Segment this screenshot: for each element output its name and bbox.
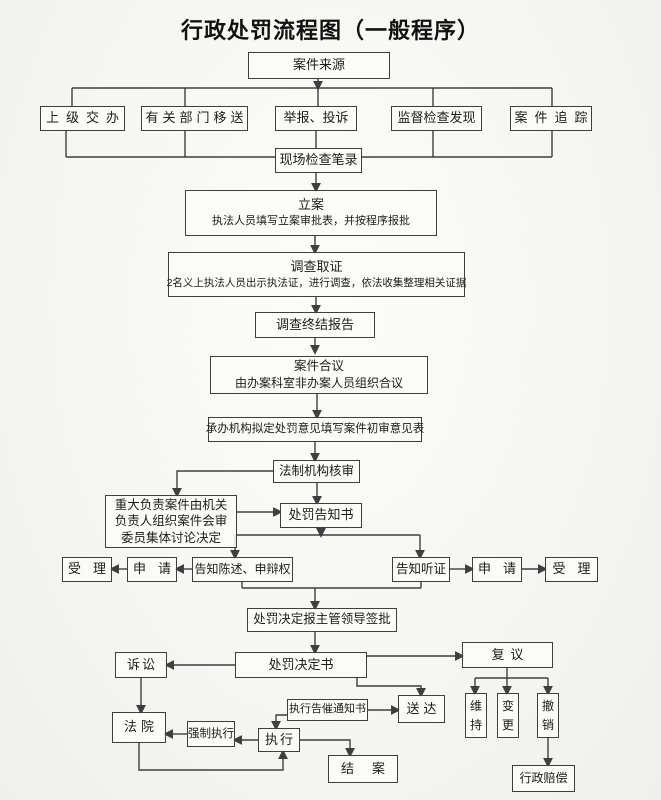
node-decision-doc: 处罚决定书 — [235, 652, 367, 678]
node-maintain: 维 持 — [465, 693, 487, 738]
node-dept-transfer: 有关部门移送 — [141, 106, 248, 131]
node-close-case: 结案 — [328, 755, 398, 783]
node-court: 法院 — [112, 712, 166, 743]
node-draft-opinion: 承办机构拟定处罚意见填写案件初审意见表 — [206, 417, 424, 442]
node-change: 变 更 — [497, 693, 519, 738]
node-revoke: 撤 销 — [537, 693, 559, 738]
node-site-record: 现场检查笔录 — [275, 148, 362, 173]
node-statement-right: 告知陈述、申辩权 — [192, 557, 293, 582]
node-final-report: 调查终结报告 — [255, 312, 375, 338]
node-filing-title: 立案 — [297, 197, 324, 212]
node-case-discussion: 案件合议 由办案科室非办案人员组织合议 — [210, 356, 428, 394]
node-accept-left: 受理 — [62, 557, 112, 582]
node-report-complaint: 举报、投诉 — [275, 106, 357, 131]
node-execute: 执行 — [258, 728, 300, 752]
node-supervision-found: 监督检查发现 — [391, 106, 482, 131]
node-superior-assign: 上级交办 — [40, 106, 125, 131]
page-title: 行政处罚流程图（一般程序） — [180, 18, 480, 43]
node-legal-review: 法制机构核审 — [273, 460, 360, 483]
node-apply-right: 申请 — [472, 557, 522, 582]
node-review: 复议 — [462, 642, 553, 668]
node-litigation: 诉讼 — [115, 652, 167, 678]
node-investigation-sub: 2名义上执法人员出示执法证，进行调查，依法收集整理相关证据 — [166, 277, 467, 290]
node-apply-left: 申请 — [127, 557, 177, 582]
node-hearing-notice: 告知听证 — [392, 557, 450, 582]
node-punish-notice: 处罚告知书 — [280, 503, 362, 528]
node-decision-approval: 处罚决定报主管领导签批 — [247, 608, 397, 632]
node-filing: 立案 执法人员填写立案审批表，并按程序报批 — [185, 190, 437, 236]
node-case-source: 案件来源 — [248, 52, 390, 79]
node-enforce-compel: 强制执行 — [187, 721, 235, 747]
node-case-tracking: 案件追踪 — [510, 106, 592, 131]
node-accept-right: 受理 — [545, 557, 598, 582]
node-compensation: 行政赔偿 — [512, 765, 575, 792]
node-case-discussion-title: 案件合议 — [293, 358, 344, 373]
node-investigation-title: 调查取证 — [290, 258, 343, 274]
node-major-case: 重大负责案件由机关 负责人组织案件会审 委员集体讨论决定 — [105, 495, 237, 548]
node-urge-notice: 执行告催通知书 — [287, 699, 368, 721]
node-investigation: 调查取证 2名义上执法人员出示执法证，进行调查，依法收集整理相关证据 — [166, 252, 467, 297]
node-filing-sub: 执法人员填写立案审批表，并按程序报批 — [212, 215, 410, 228]
node-case-discussion-sub: 由办案科室非办案人员组织合议 — [234, 376, 403, 391]
node-delivery: 送达 — [398, 695, 445, 723]
